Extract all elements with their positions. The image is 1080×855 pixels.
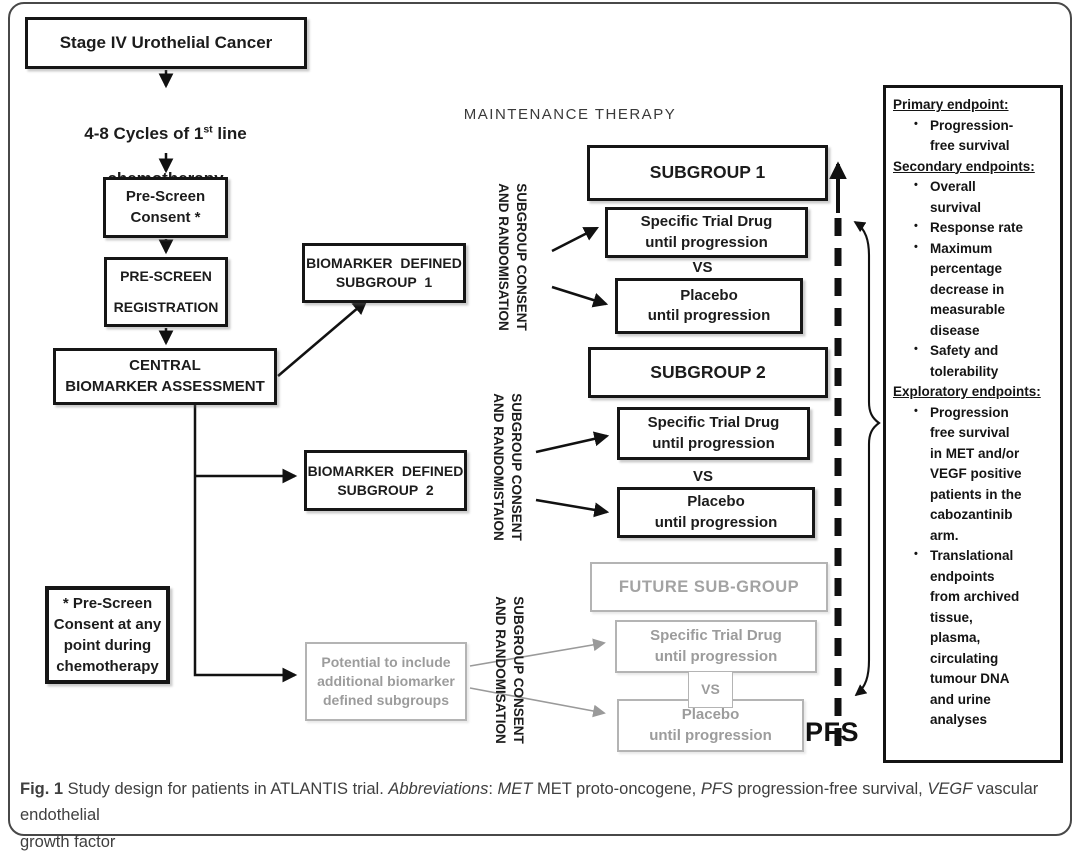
chemo-line1: 4-8 Cycles of 1st line [84, 122, 247, 143]
bullet-icon: • [914, 343, 918, 356]
primary-endpoint-heading: Primary endpoint: [893, 97, 1009, 112]
endpoint-item: •Response rate [914, 218, 1056, 239]
subgroup2-title-box: SUBGROUP 2 [588, 347, 828, 398]
endpoint-item: •Progression free survival in MET and/or… [914, 403, 1056, 547]
chemo-superscript: st [203, 122, 213, 135]
consent-note-box: * Pre-Screen Consent at any point during… [45, 586, 170, 684]
central-biomarker-box: CENTRAL BIOMARKER ASSESSMENT [53, 348, 277, 405]
biomarker-subgroup1-box: BIOMARKER DEFINED SUBGROUP 1 [302, 243, 466, 303]
rotated-label-randomisation-2: SUBGROUP CONSENT AND RANDOMISTAION [491, 393, 524, 541]
bullet-icon: • [914, 220, 918, 233]
endpoint-item: •Overall survival [914, 177, 1056, 218]
pre-screen-consent-box: Pre-Screen Consent * [103, 177, 228, 238]
endpoint-item: •Safety and tolerability [914, 341, 1056, 382]
subgroup1-title-box: SUBGROUP 1 [587, 145, 828, 201]
future-drug-box: Specific Trial Drug until progression [615, 620, 817, 673]
stage-iv-box: Stage IV Urothelial Cancer [25, 17, 307, 69]
subgroup1-vs-label: VS [692, 258, 713, 276]
biomarker-subgroup2-box: BIOMARKER DEFINED SUBGROUP 2 [304, 450, 467, 511]
maintenance-therapy-title: MAINTENANCE THERAPY [463, 106, 677, 123]
subgroup2-placebo-box: Placebo until progression [617, 487, 815, 538]
pre-screen-registration-box: PRE-SCREEN REGISTRATION [104, 257, 228, 327]
bullet-icon: • [914, 240, 918, 253]
figure-caption: Fig. 1 Study design for patients in ATLA… [20, 780, 1039, 851]
endpoint-item: •Progression- free survival [914, 116, 1056, 157]
chemo-text: 4-8 Cycles of 1st line chemotherapy [58, 99, 273, 189]
endpoint-item: •Translational endpoints from archived t… [914, 546, 1056, 731]
caption-fig-number: Fig. 1 [20, 780, 64, 798]
subgroup1-placebo-box: Placebo until progression [615, 278, 803, 334]
exploratory-endpoints-heading: Exploratory endpoints: [893, 384, 1041, 400]
endpoints-panel: Primary endpoint: •Progression- free sur… [883, 85, 1063, 763]
endpoint-item: •Maximum percentage decrease in measurab… [914, 239, 1056, 342]
rotated-label-randomisation-3: SUBGROUP CONSENT AND RANDOMISATION [493, 596, 526, 744]
future-placebo-box: Placebo until progression [617, 699, 804, 752]
bullet-icon: • [914, 179, 918, 192]
future-vs-box: VS [688, 671, 733, 708]
subgroup2-drug-box: Specific Trial Drug until progression [617, 407, 810, 460]
bullet-icon: • [914, 548, 918, 561]
pfs-label: PFS [805, 717, 860, 747]
potential-subgroups-box: Potential to include additional biomarke… [305, 642, 467, 721]
secondary-endpoints-heading: Secondary endpoints: [893, 158, 1035, 174]
bullet-icon: • [914, 117, 918, 130]
subgroup1-drug-box: Specific Trial Drug until progression [605, 207, 808, 258]
bullet-icon: • [914, 404, 918, 417]
future-subgroup-title-box: FUTURE SUB-GROUP [590, 562, 828, 612]
figure-border [8, 2, 1072, 836]
rotated-label-randomisation-1: SUBGROUP CONSENT AND RANDOMISATION [496, 183, 529, 331]
subgroup2-vs-label: VS [692, 467, 713, 485]
